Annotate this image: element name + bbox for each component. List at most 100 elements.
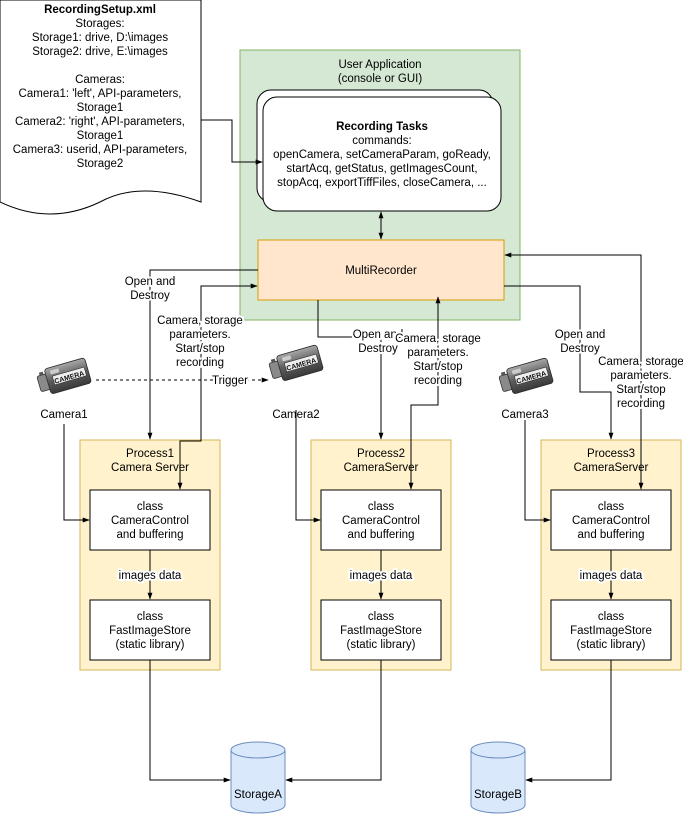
text-line: CameraServer	[344, 462, 419, 474]
text-line: Camera, storage	[395, 333, 481, 345]
process3-image-store	[550, 599, 672, 661]
mr-params-process1-arrow	[177, 283, 258, 490]
text-line: Camera1: 'left', API-parameters,	[19, 88, 182, 100]
text-line: Destroy	[358, 343, 398, 355]
text-line: Destroy	[130, 290, 170, 302]
text-line: Start/stop	[413, 361, 462, 373]
text-line: CameraControl	[572, 515, 650, 527]
text-line: Start/stop	[175, 343, 224, 355]
text-line: parameters.	[610, 370, 671, 382]
mr-params-process2-arrow	[408, 296, 441, 490]
text-line: parameters.	[169, 329, 230, 341]
text-line: class	[368, 501, 394, 513]
text-line: FastImageStore	[340, 625, 422, 637]
text-line: stopAcq, exportTiffFiles, closeCamera, .…	[277, 177, 487, 189]
text-line: Start/stop	[616, 384, 665, 396]
images-data-label-2: images data	[350, 570, 413, 582]
camera3-to-control-arrow	[524, 420, 551, 523]
camera3-label: Camera3	[501, 409, 548, 421]
storage-a-label: StorageA	[234, 789, 282, 801]
mr-open-process1-arrow	[147, 269, 258, 440]
text-line: CameraControl	[111, 515, 189, 527]
text-line	[98, 60, 101, 72]
mr-params-process3-arrow	[504, 252, 644, 490]
text-line: FastImageStore	[109, 625, 191, 637]
text-line: Camera2: 'right', API-parameters,	[15, 116, 185, 128]
images-data-label-3: images data	[580, 570, 643, 582]
text-line: class	[598, 501, 624, 513]
text-line: CameraControl	[342, 515, 420, 527]
text-line: Storage1	[77, 130, 124, 142]
text-line: User Application	[338, 59, 421, 71]
text-line: Open and	[555, 329, 606, 341]
multirecorder-box: MultiRecorder	[257, 239, 505, 301]
text-line: Cameras:	[75, 74, 125, 86]
text-line: recording	[617, 398, 665, 410]
text-line: Storage1: drive, D:\images	[32, 32, 168, 44]
params-label-3: Camera, storage parameters. Start/stop reco…	[598, 356, 683, 410]
text-line: (static library)	[115, 639, 184, 651]
camera1-label: Camera1	[40, 409, 87, 421]
text-line: (console or GUI)	[338, 73, 423, 85]
camera3-icon: CAMERA	[498, 357, 554, 394]
text-line: CameraServer	[574, 462, 649, 474]
text-line: and buffering	[117, 529, 184, 541]
text-line: FastImageStore	[570, 625, 652, 637]
process2-image-store	[320, 599, 442, 661]
recording-tasks-box: Recording Tasks commands: openCamera, set…	[256, 89, 502, 212]
text-line: Open and	[353, 329, 404, 341]
storage-a-cylinder: StorageA	[230, 741, 286, 814]
camera1-icon: CAMERA	[36, 357, 92, 394]
text-line: Destroy	[560, 343, 600, 355]
process3-to-storage-b-arrow	[525, 660, 612, 783]
text-line: and buffering	[348, 529, 415, 541]
text-line: (static library)	[576, 639, 645, 651]
text-line: Process1	[126, 448, 174, 460]
text-line: class	[598, 611, 624, 623]
mr-open-process2-arrow	[317, 300, 384, 440]
text-line: startAcq, getStatus, getImagesCount,	[286, 163, 477, 175]
process2-camera-control	[320, 489, 442, 551]
text-line: openCamera, setCameraParam, goReady,	[273, 149, 491, 161]
camera1-to-control-arrow	[63, 424, 90, 523]
multirecorder-label: MultiRecorder	[345, 265, 417, 277]
camera2-to-control-arrow	[295, 410, 321, 523]
user-application-label: User Application (console or GUI)	[338, 59, 423, 85]
text-line: (static library)	[346, 639, 415, 651]
process3-camera-control	[550, 489, 672, 551]
text-line: Process3	[587, 448, 635, 460]
text-line: Camera, storage	[157, 315, 243, 327]
text-line: Camera, storage	[598, 356, 683, 368]
recording-tasks-commands: commands: openCamera, setCameraParam, goR…	[273, 135, 491, 189]
text-line: commands:	[352, 135, 411, 147]
text-line: recording	[176, 357, 224, 369]
text-line: recording	[414, 375, 462, 387]
storage-b-cylinder: StorageB	[470, 741, 526, 814]
text-line: Open and	[125, 276, 176, 288]
connectors	[63, 119, 644, 783]
text-line: Storage1	[77, 102, 124, 114]
recording-setup-document: RecordingSetup.xml Storages:Storage1: dr…	[0, 0, 202, 215]
text-line: and buffering	[578, 529, 645, 541]
recording-tasks-title: Recording Tasks	[336, 121, 428, 133]
text-line: class	[368, 611, 394, 623]
setup-to-tasks-arrow	[201, 119, 263, 165]
trigger-label: Trigger	[212, 375, 248, 387]
images-data-label-1: images data	[119, 570, 182, 582]
text-line: class	[137, 501, 163, 513]
text-line: class	[137, 611, 163, 623]
